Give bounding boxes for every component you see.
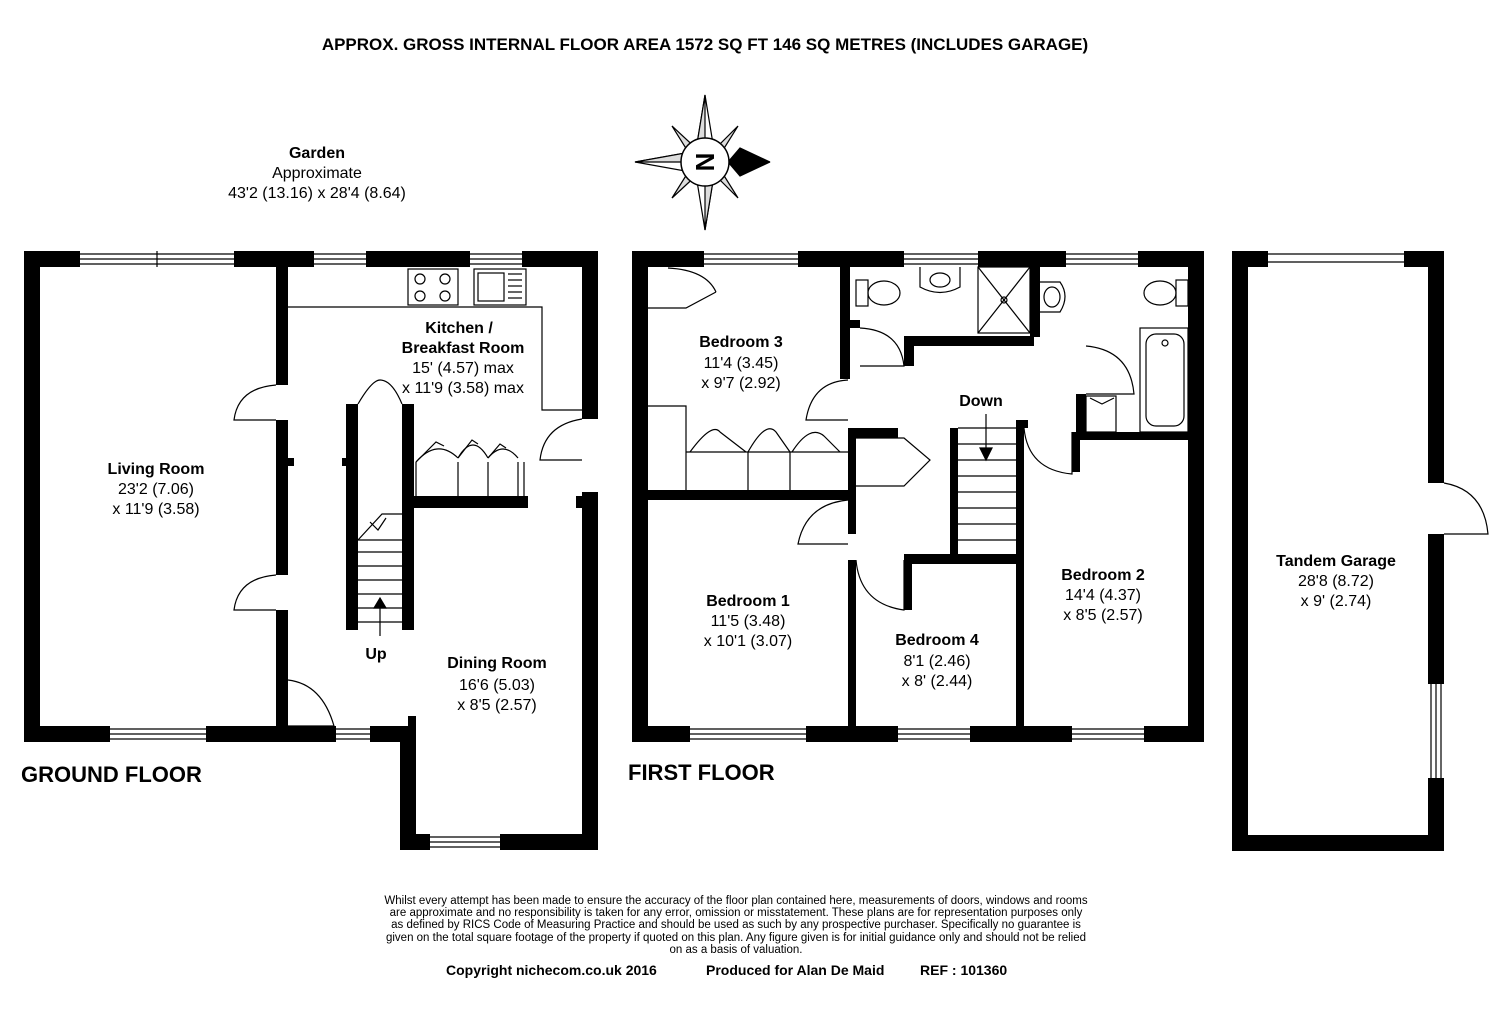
first-floor-label: FIRST FLOOR [628,760,775,785]
garden-note: Approximate [272,165,362,182]
garage-name: Tandem Garage [1276,553,1396,570]
bedroom3-name: Bedroom 3 [699,334,783,351]
kitchen-dim2: x 11'9 (3.58) max [402,380,524,397]
stairs-up-label: Up [365,646,387,663]
floor-area-title: APPROX. GROSS INTERNAL FLOOR AREA 1572 S… [322,35,1088,54]
bedroom4-dim2: x 8' (2.44) [902,673,973,690]
compass-icon [634,94,771,231]
disclaimer-line: given on the total square footage of the… [386,932,1086,944]
ground-floor-walls [24,251,598,850]
bedroom4-name: Bedroom 4 [895,632,979,649]
ground-floor-label: GROUND FLOOR [21,762,202,787]
disclaimer: Whilst every attempt has been made to en… [384,895,1087,956]
dining-room-name: Dining Room [447,655,547,672]
living-room-dim1: 23'2 (7.06) [118,481,194,498]
living-room-dim2: x 11'9 (3.58) [112,501,199,518]
footer-produced-for: Produced for Alan De Maid [706,962,884,978]
ground-floor-fittings [288,268,582,636]
bedroom2-dim1: 14'4 (4.37) [1065,587,1141,604]
bedroom3-dim2: x 9'7 (2.92) [701,375,781,392]
disclaimer-line: are approximate and no responsibility is… [390,907,1083,919]
garden-size: 43'2 (13.16) x 28'4 (8.64) [228,185,406,202]
first-floor-walls [632,251,1204,742]
bedroom1-name: Bedroom 1 [706,593,790,610]
garage-openings [1268,253,1489,778]
first-floor-fittings [648,266,1189,541]
first-floor-doors [797,327,1135,611]
stairs-down-label: Down [959,393,1003,410]
bedroom3-dim1: 11'4 (3.45) [704,355,779,372]
kitchen-name-line2: Breakfast Room [402,340,525,357]
bedroom2-dim2: x 8'5 (2.57) [1063,607,1143,624]
bedroom2-name: Bedroom 2 [1061,567,1145,584]
ground-floor-windows [80,251,522,848]
garden-name: Garden [289,145,345,162]
dining-room-dim1: 16'6 (5.03) [459,677,535,694]
first-floor-windows [690,253,1144,740]
garage-dim2: x 9' (2.74) [1301,593,1372,610]
compass-north-label: N [690,153,720,172]
bedroom1-dim2: x 10'1 (3.07) [704,633,792,650]
disclaimer-line: on as a basis of valuation. [670,944,803,956]
ground-floor-doors [233,384,583,727]
kitchen-name-line1: Kitchen / [425,320,493,337]
garage-dim1: 28'8 (8.72) [1298,573,1374,590]
footer-copyright: Copyright nichecom.co.uk 2016 [446,962,657,978]
bedroom4-dim1: 8'1 (2.46) [903,653,970,670]
kitchen-dim1: 15' (4.57) max [412,360,514,377]
dining-room-dim2: x 8'5 (2.57) [457,697,537,714]
bedroom1-dim1: 11'5 (3.48) [711,613,786,630]
living-room-name: Living Room [108,461,205,478]
disclaimer-line: as defined by RICS Code of Measuring Pra… [391,919,1081,931]
disclaimer-line: Whilst every attempt has been made to en… [384,895,1087,907]
footer-ref: REF : 101360 [920,962,1007,978]
garage-walls [1232,251,1444,851]
